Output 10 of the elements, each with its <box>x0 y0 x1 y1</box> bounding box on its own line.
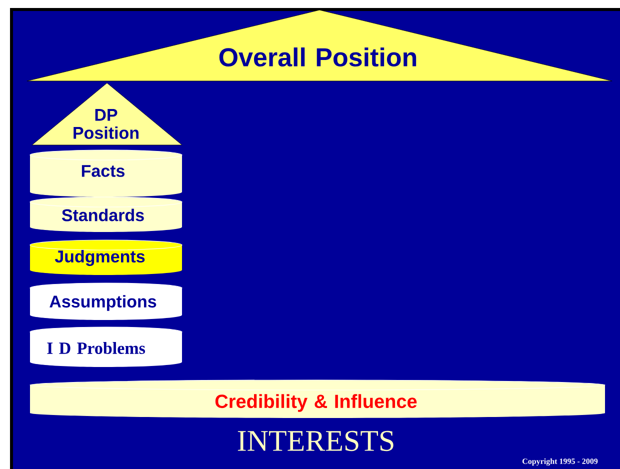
cylinder-layer: Facts <box>30 150 182 197</box>
cylinder-layer: Standards <box>30 196 182 232</box>
cylinder-layer: Assumptions <box>30 282 182 320</box>
copyright-note: Copyright 1995 - 2009 <box>522 458 598 466</box>
cylinder-layer: Judgments <box>30 240 182 275</box>
triangle-roof: DP Position <box>32 82 182 146</box>
cylinder-layer: I D Problems <box>30 326 182 367</box>
cylinder-layer: Credibility & Influence <box>30 380 606 418</box>
interests-heading: INTERESTS <box>238 430 394 452</box>
triangle-roof: Overall Position <box>26 10 612 82</box>
